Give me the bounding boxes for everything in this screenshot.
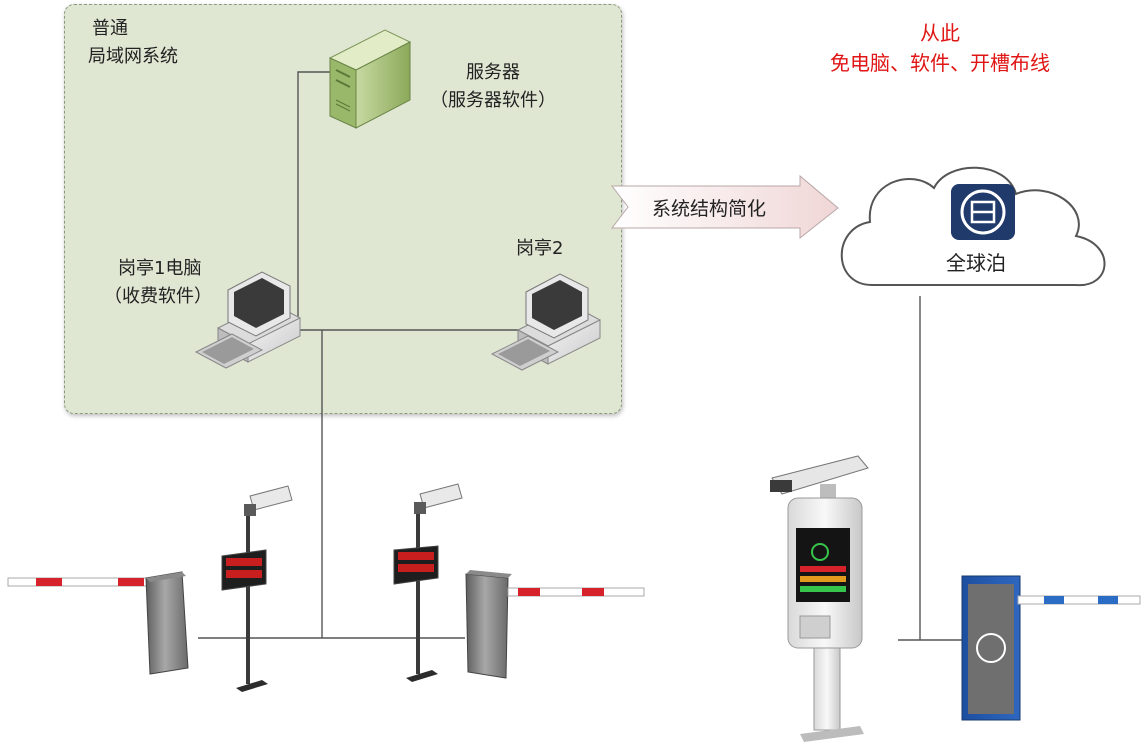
lan-title-line2: 局域网系统	[88, 46, 178, 67]
right-camera-pole	[393, 483, 463, 682]
left-camera-pole	[221, 485, 293, 692]
network-cables	[198, 71, 965, 641]
smart-parking-kiosk	[770, 455, 869, 742]
booth1-computer-icon	[194, 271, 302, 369]
booth2-computer-icon	[490, 273, 602, 371]
blue-barrier-gate	[961, 575, 1141, 721]
server-icon	[328, 29, 412, 129]
arrow-label: 系统结构简化	[652, 198, 767, 220]
simplification-arrow-icon	[610, 174, 839, 240]
booth1-name: 岗亭1电脑	[118, 258, 202, 279]
slogan-line2: 免电脑、软件、开槽布线	[830, 51, 1050, 75]
server-software: （服务器软件）	[430, 90, 556, 111]
slogan-line1: 从此	[920, 21, 960, 45]
right-barrier-gate	[465, 570, 645, 679]
quanqiubo-logo-icon	[951, 184, 1015, 240]
booth2-name: 岗亭2	[516, 238, 564, 259]
booth1-software: （收费软件）	[104, 286, 212, 307]
cloud-name: 全球泊	[946, 251, 1006, 275]
server-name: 服务器	[466, 62, 520, 83]
lan-title-line1: 普通	[92, 18, 128, 39]
left-barrier-gate	[7, 571, 189, 675]
